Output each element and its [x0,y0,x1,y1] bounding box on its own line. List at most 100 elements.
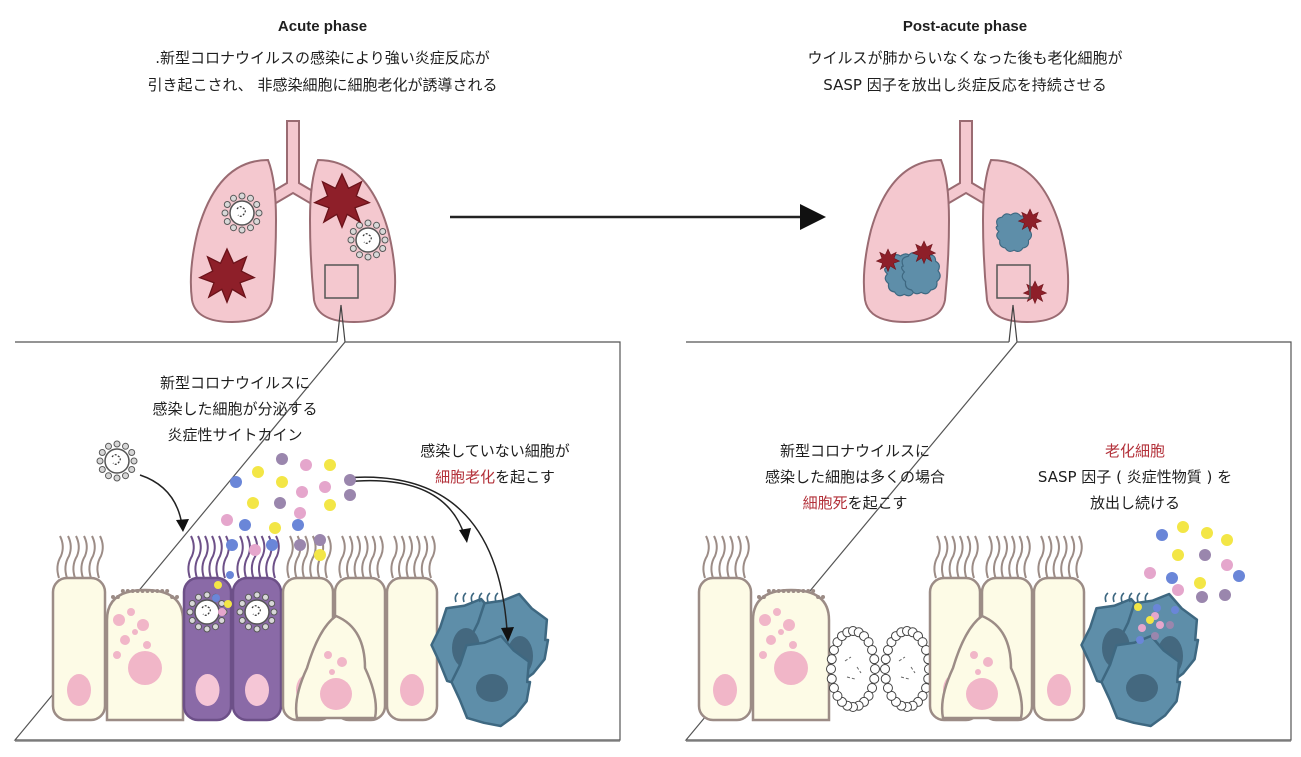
dead-cell [880,626,934,712]
uninfected-cell-label: 感染していない細胞が 細胞老化を起こす [395,438,595,490]
sasp-factor-dot [1221,559,1233,571]
goblet-cell [105,588,185,722]
sasp-factor-dot [1156,529,1168,541]
ciliated-cell [697,535,753,722]
cytokine-dot [226,571,234,579]
cytokine-dot [226,539,238,551]
sasp-factor-dot [1134,603,1142,611]
signal-arrow [344,479,466,538]
senescent-cell-label: 老化細胞 SASP 因子 ( 炎症性物質 ) を 放出し続ける [1000,438,1270,516]
cytokine-dot [296,486,308,498]
sasp-factor-dot [1138,624,1146,632]
sasp-factor-dot [1156,621,1164,629]
acute-lung-illustration [189,120,397,343]
sasp-factor-dot [1196,591,1208,603]
label-line: 新型コロナウイルスに [779,442,930,460]
acute-cytokine-cloud [212,453,356,616]
sasp-factor-dot [1144,567,1156,579]
label-line: 感染していない細胞が [420,442,570,460]
basal-cell [294,614,378,720]
post-acute-phase-title: Post-acute phase [902,18,1028,35]
sasp-factor-dot [1166,572,1178,584]
cytokine-dot [294,507,306,519]
sasp-factor-dot [1151,632,1159,640]
cytokine-dot [276,476,288,488]
post-acute-epithelium [697,535,1200,728]
cytokine-dot [344,489,356,501]
cytokine-dot [230,476,242,488]
label-line: 炎症性サイトカイン [167,426,303,444]
post-acute-phase-description: ウイルスが肺からいなくなった後も老化細胞が SASP 因子を放出し炎症反応を持続… [760,45,1170,99]
cytokine-dot [314,549,326,561]
sasp-factor-dot [1153,604,1161,612]
label-line: 感染した細胞は多くの場合 [764,468,945,486]
acute-epithelium [51,535,550,728]
cytokine-dot [247,497,259,509]
cytokine-dot [344,474,356,486]
sasp-factor-dot [1219,589,1231,601]
label-suffix: を起こす [847,494,908,512]
ciliated-cell [51,535,107,722]
post-acute-sasp-cloud [1134,521,1245,644]
acute-phase-title: Acute phase [277,18,368,35]
transition-arrow [450,204,826,230]
cytokine-dot [266,539,278,551]
senescent-cell-cluster [430,592,550,728]
cytokine-dot [269,522,281,534]
cytokine-dot [300,459,312,471]
cytokine-dot [221,514,233,526]
sasp-factor-dot [1172,584,1184,596]
infected-cell-label: 新型コロナウイルスに 感染した細胞が分泌する 炎症性サイトカイン [135,370,335,448]
cytokine-dot [249,544,261,556]
sasp-factor-dot [1194,577,1206,589]
cytokine-dot [214,581,222,589]
cytokine-dot [224,600,232,608]
label-suffix: を起こす [495,468,555,486]
senescent-cell-highlight: 老化細胞 [1104,442,1165,460]
sasp-factor-dot [1233,570,1245,582]
cytokine-dot [276,453,288,465]
ciliated-cell [385,535,439,722]
post-acute-description-line-1: ウイルスが肺からいなくなった後も老化細胞が [807,49,1123,67]
infection-arrow [139,474,183,526]
sasp-factor-dot [1136,636,1144,644]
sasp-factor-dot [1146,616,1154,624]
senescence-highlight: 細胞老化 [435,468,496,486]
dead-cell-label: 新型コロナウイルスに 感染した細胞は多くの場合 細胞死を起こす [745,438,965,516]
acute-description-line-2: 引き起こされ、 非感染細胞に細胞老化が誘導される [147,76,498,94]
post-acute-description-line-2: SASP 因子を放出し炎症反応を持続させる [823,76,1107,94]
cytokine-dot [252,466,264,478]
label-line: 感染した細胞が分泌する [152,400,318,418]
post-acute-lung-illustration [862,120,1070,343]
cytokine-dot [319,481,331,493]
sasp-factor-dot [1166,621,1174,629]
sasp-factor-dot [1172,549,1184,561]
sasp-factor-dot [1171,606,1179,614]
acute-phase-description: .新型コロナウイルスの感染により強い炎症反応が 引き起こされ、 非感染細胞に細胞… [120,45,525,99]
sasp-factor-dot [1199,549,1211,561]
cytokine-dot [292,519,304,531]
cytokine-dot [218,608,226,616]
cytokine-dot [212,594,220,602]
sasp-factor-dot [1177,521,1189,533]
virus-icon [96,440,138,482]
cytokine-dot [239,519,251,531]
signal-arrow [344,476,508,631]
cytokine-dot [314,534,326,546]
dead-cell [826,626,880,712]
sasp-factor-dot [1201,527,1213,539]
cytokine-dot [274,497,286,509]
cell-death-highlight: 細胞死 [802,494,848,512]
senescent-cell-cluster [1080,592,1200,728]
label-line: SASP 因子 ( 炎症性物質 ) を [1037,468,1233,486]
label-line: 放出し続ける [1089,494,1180,512]
cytokine-dot [294,539,306,551]
label-line: 細胞死を起こす [745,490,965,516]
zoom-region-box [324,264,359,299]
zoom-region-box [996,264,1031,299]
cytokine-dot [324,459,336,471]
acute-description-line-1: .新型コロナウイルスの感染により強い炎症反応が [155,49,490,67]
basal-cell [940,614,1024,720]
cytokine-dot [324,499,336,511]
